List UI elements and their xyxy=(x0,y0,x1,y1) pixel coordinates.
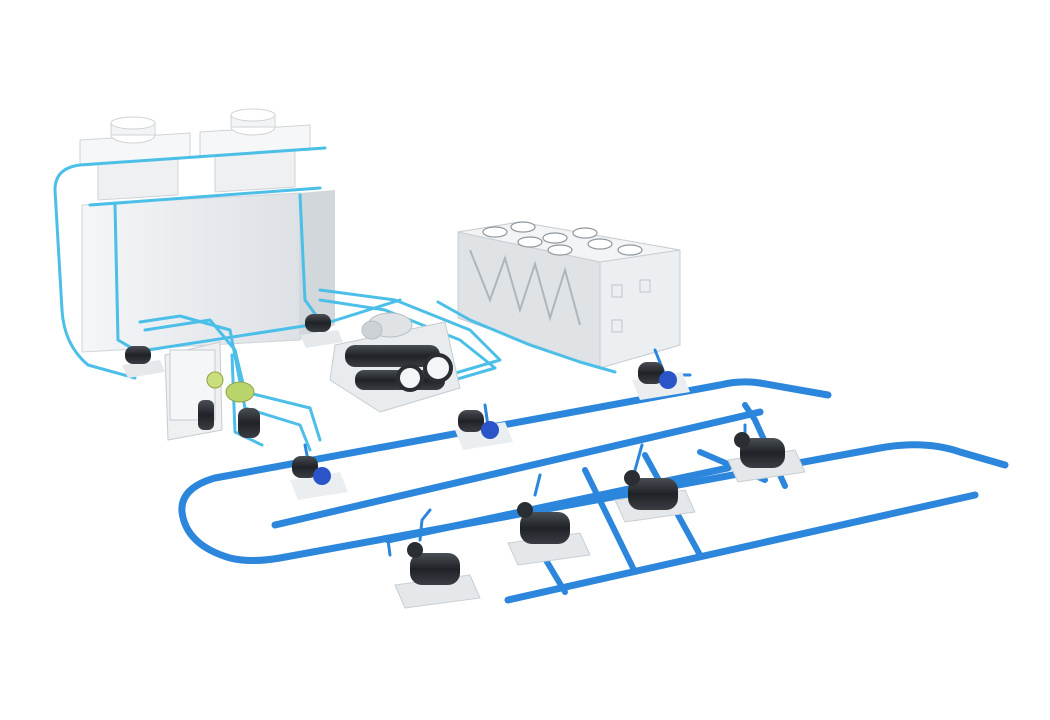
water-cooled-chiller xyxy=(329,312,461,413)
large-pump-4 xyxy=(727,432,806,483)
small-pump xyxy=(122,346,165,378)
chilled-pump-1 xyxy=(290,456,348,500)
cooling-tower-fan-2 xyxy=(199,108,311,193)
heat-exchanger-unit xyxy=(164,341,260,441)
large-pump-1 xyxy=(394,542,481,609)
air-cooled-chiller xyxy=(457,221,681,369)
condenser-water-piping xyxy=(53,146,617,452)
large-pump-3 xyxy=(614,470,696,523)
chilled-pump-3 xyxy=(632,362,690,400)
cooling-tower-unit xyxy=(79,108,335,353)
chiller-fans xyxy=(482,221,643,256)
small-pump xyxy=(300,314,343,348)
large-pump-2 xyxy=(507,502,591,566)
chilled-pump-2 xyxy=(455,410,513,450)
cooling-tower-fan-1 xyxy=(79,116,191,201)
